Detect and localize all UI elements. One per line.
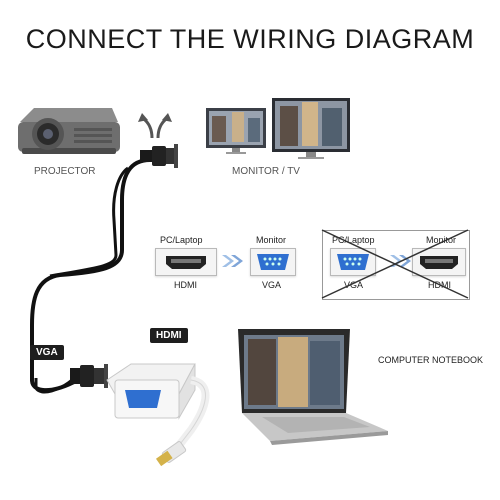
unsupported-source-port-label: VGA: [344, 280, 364, 290]
hdmi-port-icon: [420, 256, 458, 269]
unsupported-flow-frame: [322, 230, 470, 300]
projector-image: [18, 108, 120, 154]
chevron-arrows-icon: [222, 255, 243, 267]
cross-out-mark: [321, 229, 469, 299]
hdmi-port-tile: [155, 248, 217, 276]
unsupported-target-label: Monitor: [426, 235, 457, 245]
vga-port-icon: [337, 254, 369, 270]
unsupported-vga-port-tile: [330, 248, 376, 276]
laptop-image: [238, 329, 388, 445]
monitor-tv-image: [206, 98, 350, 159]
supported-source-port-label: HDMI: [174, 280, 197, 290]
hdmi-port-icon: [166, 256, 206, 269]
unsupported-source-label: PC/Laptop: [332, 235, 375, 245]
supported-source-label: PC/Laptop: [160, 235, 203, 245]
vga-port-icon: [257, 254, 289, 270]
vga-port-tile: [250, 248, 296, 276]
hdmi-cable-label: HDMI: [150, 328, 188, 343]
monitor-tv-label: MONITOR / TV: [232, 166, 300, 177]
bidirectional-arrow-icon: [138, 113, 172, 139]
vga-cable-label: VGA: [30, 345, 64, 360]
notebook-label: COMPUTER NOTEBOOK: [378, 355, 484, 365]
supported-target-port-label: VGA: [262, 280, 282, 290]
vga-connector-bottom: [70, 364, 108, 388]
hdmi-to-vga-adapter: [106, 363, 210, 467]
vga-connector-top: [140, 144, 178, 168]
projector-label: PROJECTOR: [34, 166, 96, 177]
supported-target-label: Monitor: [256, 235, 287, 245]
page-title: CONNECT THE WIRING DIAGRAM: [25, 24, 475, 54]
